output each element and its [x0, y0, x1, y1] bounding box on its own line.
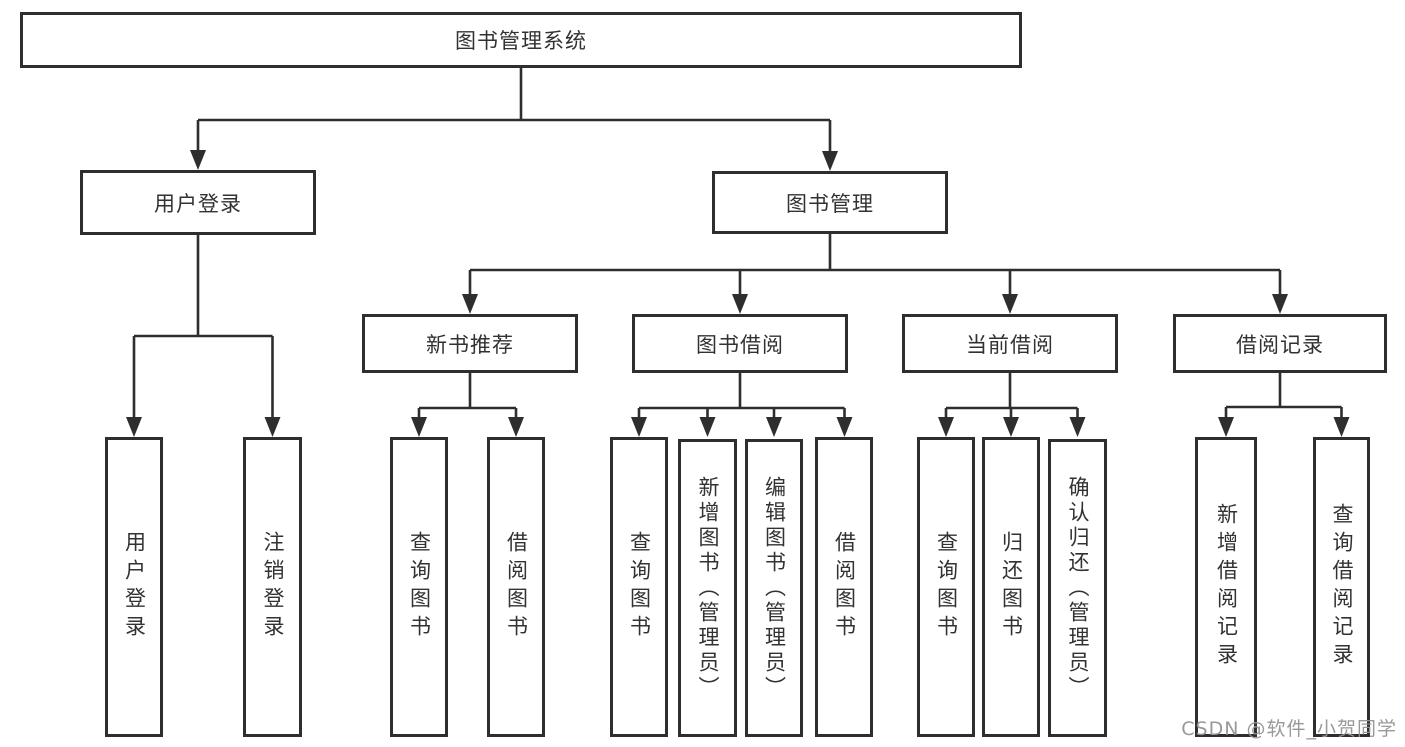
node-new-book-recommend: 新书推荐	[362, 314, 578, 373]
leaf-label: 编辑图书（管理员）	[762, 475, 787, 701]
leaf-label: 新增借阅记录	[1214, 503, 1239, 671]
node-label: 图书借阅	[696, 332, 784, 357]
leaf-cb-confirm-return-admin: 确认归还（管理员）	[1048, 439, 1107, 737]
leaf-nb-query-books: 查询图书	[390, 437, 448, 737]
leaf-label: 注销登录	[261, 531, 285, 643]
node-label: 当前借阅	[966, 332, 1054, 357]
node-book-management: 图书管理	[712, 171, 948, 234]
leaf-cb-return-books: 归还图书	[982, 437, 1040, 737]
leaf-bb-borrow-books: 借阅图书	[815, 437, 873, 737]
node-label: 图书管理系统	[455, 29, 587, 53]
leaf-label: 查询图书	[407, 531, 432, 643]
leaf-label: 借阅图书	[832, 531, 857, 643]
leaf-nb-borrow-books: 借阅图书	[487, 437, 545, 737]
leaf-bb-add-books-admin: 新增图书（管理员）	[678, 439, 737, 737]
leaf-logout: 注销登录	[243, 437, 302, 737]
leaf-label: 确认归还（管理员）	[1066, 475, 1090, 701]
leaf-user-login: 用户登录	[105, 437, 163, 737]
arrowhead-group	[126, 150, 1350, 437]
leaf-br-query-record: 查询借阅记录	[1313, 437, 1370, 737]
csdn-watermark: CSDN @软件_小贺同学	[1181, 718, 1397, 740]
node-borrow-records: 借阅记录	[1173, 314, 1387, 373]
node-user-login: 用户登录	[80, 170, 316, 235]
node-label: 新书推荐	[426, 332, 514, 357]
leaf-cb-query-books: 查询图书	[917, 437, 975, 737]
node-label: 图书管理	[786, 191, 874, 216]
leaf-bb-edit-books-admin: 编辑图书（管理员）	[745, 439, 803, 737]
leaf-label: 新增图书（管理员）	[696, 475, 720, 701]
leaf-label: 查询图书	[627, 531, 652, 643]
leaf-label: 借阅图书	[504, 531, 529, 643]
leaf-label: 查询图书	[934, 531, 959, 643]
node-book-borrow: 图书借阅	[632, 314, 848, 373]
leaf-label: 查询借阅记录	[1330, 503, 1354, 671]
leaf-label: 归还图书	[999, 531, 1024, 643]
leaf-bb-query-books: 查询图书	[610, 437, 668, 737]
node-library-system-root: 图书管理系统	[20, 12, 1022, 68]
node-current-borrow: 当前借阅	[902, 314, 1118, 373]
node-label: 借阅记录	[1236, 332, 1324, 357]
leaf-br-add-record: 新增借阅记录	[1195, 437, 1257, 737]
leaf-label: 用户登录	[122, 531, 147, 643]
node-label: 用户登录	[154, 191, 242, 216]
